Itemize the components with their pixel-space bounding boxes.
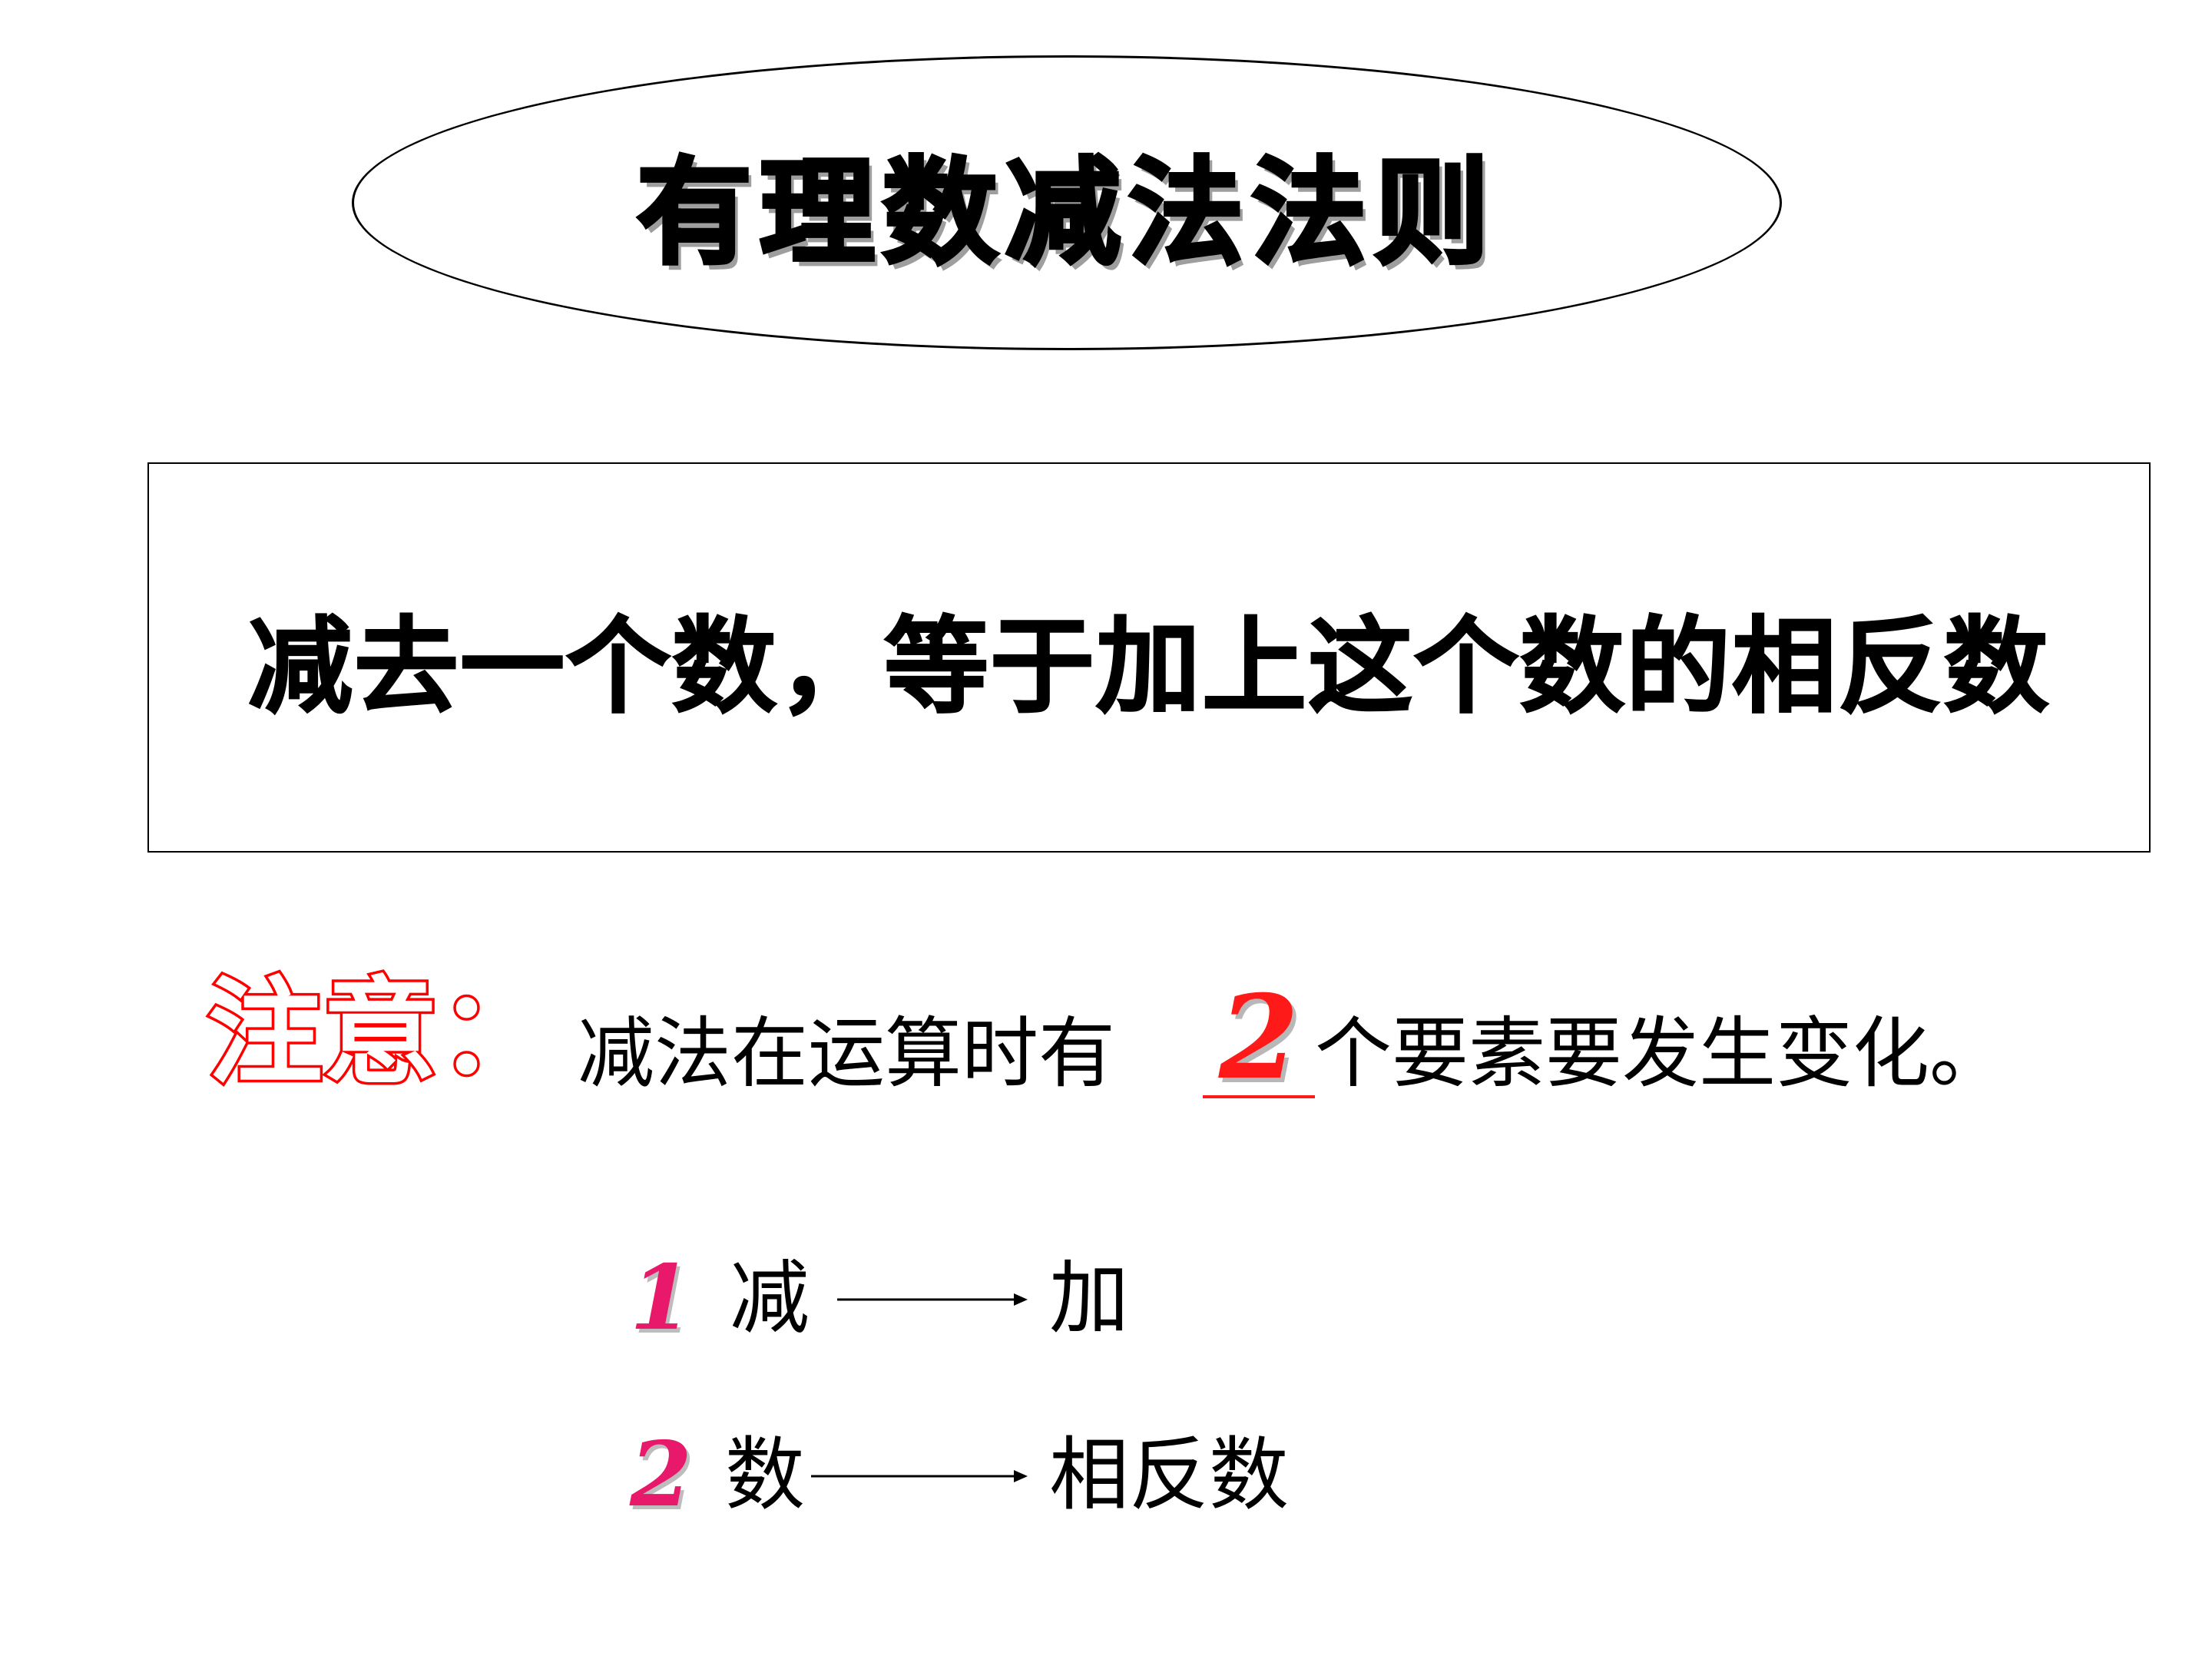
change-to: 相反数: [1049, 1428, 1290, 1522]
change-number: 1: [630, 1246, 692, 1350]
change-number: 2: [630, 1422, 692, 1527]
note-text-after: 个要素要发生变化。: [1315, 1008, 2006, 1098]
note-count-blank: 2: [1203, 980, 1315, 1103]
change-item: 2 数 相反数: [630, 1430, 1321, 1538]
right-arrow-icon: [837, 1293, 1028, 1306]
rule-box: 减去一个数，等于加上这个数的相反数: [147, 462, 2151, 853]
note-label: 注意：: [204, 966, 555, 1100]
note-count-underline: [1203, 1095, 1315, 1098]
change-to: 加: [1049, 1251, 1130, 1345]
change-item: 1 减 加: [630, 1253, 1167, 1361]
slide-title: 有理数减法法则: [634, 144, 1497, 282]
change-from: 减: [730, 1251, 810, 1345]
note-count: 2: [1218, 970, 1300, 1105]
rule-statement: 减去一个数，等于加上这个数的相反数: [247, 606, 2050, 729]
title-ellipse: [352, 55, 1782, 350]
right-arrow-icon: [811, 1470, 1028, 1482]
change-from: 数: [725, 1428, 806, 1522]
note-text-before: 减法在运算时有: [578, 1008, 1115, 1098]
